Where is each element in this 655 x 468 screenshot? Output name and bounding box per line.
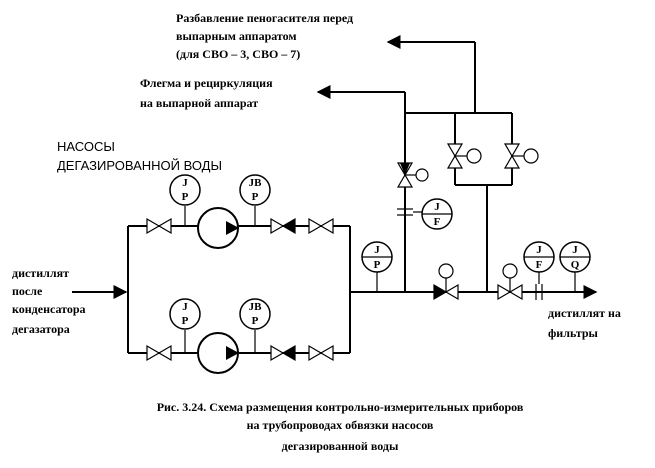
control-valve-dilution-left (446, 143, 482, 169)
outlet-label-line2: фильтры (548, 326, 599, 340)
valve-pump2-suction (146, 344, 172, 362)
instrument-recirc-flow-top: J (434, 201, 440, 213)
inlet-label: дистиллят после конденсатора дегазатора (12, 266, 86, 336)
control-valve-recirc (396, 162, 429, 188)
valve-pump1-suction (146, 217, 172, 235)
orifice-recirc (397, 208, 413, 216)
instrument-pump1-left-bottom: P (182, 191, 189, 203)
instrument-outlet-flow-bottom: F (536, 259, 543, 271)
instrument-outlet-quality-bottom: Q (571, 259, 580, 271)
caption-line1: Рис. 3.24. Схема размещения контрольно-и… (157, 400, 524, 414)
caption-line2: на трубопроводах обвязки насосов (247, 418, 434, 432)
dilution-label-line1: Разбавление пеногасителя перед (176, 11, 353, 25)
instrument-outlet-quality-top: J (572, 244, 578, 256)
outlet-label: дистиллят на фильтры (548, 306, 621, 340)
instrument-outlet-flow: J F (523, 241, 555, 273)
orifice-outlet (535, 284, 543, 300)
instrument-outlet-flow-top: J (536, 244, 542, 256)
figure-caption: Рис. 3.24. Схема размещения контрольно-и… (157, 400, 524, 453)
control-valve-dilution-right (503, 143, 539, 169)
inlet-label-line4: дегазатора (12, 322, 70, 336)
dilution-label-line3: (для СВО – 3, СВО – 7) (176, 47, 300, 61)
pumps-heading-line2: ДЕГАЗИРОВАННОЙ ВОДЫ (57, 158, 222, 173)
instrument-pump1-left: J P (169, 174, 201, 206)
instrument-pump1-right-top: JB (249, 177, 263, 189)
pumps-heading: НАСОСЫ ДЕГАЗИРОВАННОЙ ВОДЫ (57, 139, 222, 173)
phlegm-label-line2: на выпарной аппарат (140, 96, 258, 110)
inlet-label-line3: конденсатора (12, 302, 86, 316)
control-valve-outlet-2 (497, 263, 523, 301)
instrument-pump2-left-bottom: P (182, 315, 189, 327)
instrument-header-pressure-bottom: P (374, 259, 381, 271)
pump-1 (197, 207, 239, 249)
instrument-header-pressure: J P (361, 241, 393, 273)
control-valve-outlet-1 (433, 263, 459, 301)
pump-2-direction (226, 346, 239, 360)
instrument-pump2-right-top: JB (249, 301, 263, 313)
caption-line3: дегазированной воды (282, 439, 399, 453)
inlet-label-line1: дистиллят (12, 266, 69, 280)
instrument-pump1-right-bottom: P (252, 191, 259, 203)
outlet-label-line1: дистиллят на (548, 306, 621, 320)
phlegm-label-line1: Флегма и рециркуляция (140, 76, 273, 90)
instrument-pump2-right-bottom: P (252, 315, 259, 327)
phlegm-label: Флегма и рециркуляция на выпарной аппара… (140, 76, 273, 110)
instrument-leads (184, 206, 576, 353)
instrument-recirc-flow-bottom: F (434, 216, 441, 228)
pump-1-direction (226, 221, 239, 235)
instrument-header-pressure-top: J (374, 244, 380, 256)
dilution-label-line2: выпарным аппаратом (176, 29, 297, 43)
check-valve-pump2 (270, 344, 296, 362)
instrument-pump1-right: JB P (239, 174, 271, 206)
instrument-pump2-left-top: J (182, 301, 188, 313)
pumps-heading-line1: НАСОСЫ (57, 139, 115, 154)
valve-pump2-discharge (308, 344, 334, 362)
instrument-outlet-quality: J Q (559, 241, 591, 273)
instrument-pump2-right: JB P (239, 298, 271, 330)
pump-2 (197, 332, 239, 374)
instrument-pump2-left: J P (169, 298, 201, 330)
instrument-pump1-left-top: J (182, 177, 188, 189)
instrument-recirc-flow: J F (421, 198, 453, 230)
valve-pump1-discharge (308, 217, 334, 235)
inlet-label-line2: после (12, 284, 43, 298)
check-valve-pump1 (270, 217, 296, 235)
dilution-label: Разбавление пеногасителя перед выпарным … (176, 11, 353, 61)
